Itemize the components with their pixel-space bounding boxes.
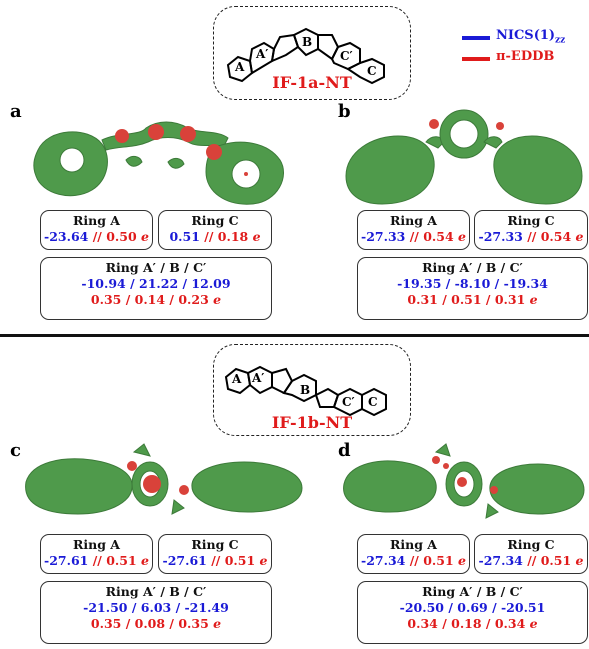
unit-e: e: [259, 553, 268, 568]
nics-value: -27.61: [162, 553, 207, 568]
structure-if-1a-nt: A A′ B C′ C IF-1a-NT: [213, 6, 411, 100]
legend-nics-text: NICS(1)zz: [496, 28, 566, 46]
ring-label-c: C: [367, 64, 377, 78]
eddb-value: 0.54: [423, 229, 454, 244]
value-separator: //: [199, 229, 218, 244]
eddb-value: 0.51: [106, 553, 137, 568]
ring-label-a: A: [232, 372, 242, 386]
panel-c-ring-c-box: Ring C -27.61 // 0.51 e: [158, 534, 272, 574]
value-separator: //: [405, 229, 424, 244]
panel-letter-a: a: [10, 101, 22, 122]
unit-e: e: [575, 229, 584, 244]
nics-values: -21.50 / 6.03 / -21.49: [83, 600, 229, 615]
value-separator: //: [88, 229, 107, 244]
box-title: Ring C: [507, 537, 555, 552]
value-separator: //: [88, 553, 107, 568]
eddb-values: 0.34 / 0.18 / 0.34: [407, 616, 526, 631]
structure-if-1a-nt-drawing: [226, 27, 385, 85]
panel-d-middle-box: Ring A′ / B / C′ -20.50 / 0.69 / -20.51 …: [357, 581, 588, 644]
box-title: Ring A′ / B / C′: [105, 260, 207, 275]
value-separator: //: [206, 553, 225, 568]
nics-value: -23.64: [44, 229, 89, 244]
nics-values: -20.50 / 0.69 / -20.51: [399, 600, 546, 615]
ring-label-b: B: [302, 35, 313, 49]
unit-e: e: [458, 553, 466, 568]
eddb-values: 0.31 / 0.51 / 0.31: [407, 292, 526, 307]
unit-e: e: [252, 229, 261, 244]
nics-value: -27.61: [44, 553, 89, 568]
box-title: Ring A′ / B / C′: [422, 584, 523, 599]
ring-label-a-prime: A′: [252, 371, 265, 385]
panel-letter-c: c: [10, 440, 21, 461]
panel-c-middle-box: Ring A′ / B / C′ -21.50 / 6.03 / -21.49 …: [40, 581, 272, 644]
value-separator: //: [405, 553, 424, 568]
panel-b-ring-c-box: Ring C -27.33 // 0.54 e: [474, 210, 588, 250]
unit-e: e: [213, 292, 222, 307]
eddb-value: 0.51: [224, 553, 256, 568]
panel-d-ring-a-box: Ring A -27.34 // 0.51 e: [357, 534, 470, 574]
box-title: Ring A: [72, 537, 120, 552]
box-title: Ring A′ / B / C′: [105, 584, 207, 599]
box-title: Ring A: [389, 537, 437, 552]
panel-d-ring-c-box: Ring C -27.34 // 0.51 e: [474, 534, 588, 574]
box-title: Ring C: [191, 213, 239, 228]
ring-label-c-prime: C′: [340, 49, 353, 63]
nics-values: -10.94 / 21.22 / 12.09: [81, 276, 231, 291]
legend-eddb-text: π-EDDB: [496, 49, 555, 64]
unit-e: e: [529, 616, 538, 631]
structure-name: IF-1a-NT: [272, 73, 352, 92]
nics-value: -27.34: [361, 553, 406, 568]
unit-e: e: [529, 292, 538, 307]
box-title: Ring C: [507, 213, 555, 228]
panel-c-ring-a-box: Ring A -27.61 // 0.51 e: [40, 534, 153, 574]
value-separator: //: [522, 553, 541, 568]
panel-b-ring-a-box: Ring A -27.33 // 0.54 e: [357, 210, 470, 250]
isosurface-b: [345, 109, 583, 205]
panel-letter-d: d: [338, 440, 351, 461]
eddb-value: 0.51: [423, 553, 454, 568]
panel-a-ring-c-box: Ring C 0.51 // 0.18 e: [158, 210, 272, 250]
eddb-values: 0.35 / 0.08 / 0.35: [90, 616, 209, 631]
nics-value: 0.51: [169, 229, 200, 244]
eddb-value: 0.51: [540, 553, 572, 568]
ring-label-c-prime: C′: [342, 395, 355, 409]
nics-value: -27.34: [478, 553, 523, 568]
unit-e: e: [575, 553, 584, 568]
structure-name: IF-1b-NT: [271, 413, 353, 432]
nics-value: -27.33: [478, 229, 523, 244]
isosurface-c: [25, 443, 303, 515]
value-separator: //: [522, 229, 541, 244]
panel-a-middle-box: Ring A′ / B / C′ -10.94 / 21.22 / 12.09 …: [40, 257, 272, 320]
legend-eddb-line: [462, 57, 490, 61]
ring-label-a: A: [235, 60, 245, 74]
section-divider: [0, 334, 589, 337]
eddb-value: 0.50: [106, 229, 137, 244]
eddb-value: 0.54: [540, 229, 572, 244]
box-title: Ring C: [191, 537, 239, 552]
structure-if-1b-nt: A A′ B C′ C IF-1b-NT: [213, 344, 411, 436]
ring-label-c: C: [368, 395, 378, 409]
box-title: Ring A′ / B / C′: [422, 260, 523, 275]
box-title: Ring A: [72, 213, 120, 228]
nics-value: -27.33: [361, 229, 406, 244]
isosurface-a: [33, 121, 284, 205]
ring-label-a-prime: A′: [256, 47, 269, 61]
eddb-value: 0.18: [217, 229, 249, 244]
unit-e: e: [141, 229, 149, 244]
panel-b-middle-box: Ring A′ / B / C′ -19.35 / -8.10 / -19.34…: [357, 257, 588, 320]
box-title: Ring A: [389, 213, 437, 228]
eddb-values: 0.35 / 0.14 / 0.23: [90, 292, 209, 307]
isosurface-d: [343, 443, 585, 519]
ring-label-b: B: [300, 383, 311, 397]
legend-nics-line: [462, 36, 490, 40]
unit-e: e: [141, 553, 149, 568]
panel-letter-b: b: [338, 101, 351, 122]
unit-e: e: [458, 229, 466, 244]
nics-values: -19.35 / -8.10 / -19.34: [397, 276, 548, 291]
panel-a-ring-a-box: Ring A -23.64 // 0.50 e: [40, 210, 153, 250]
structure-if-1b-nt-drawing: [224, 365, 387, 417]
unit-e: e: [213, 616, 222, 631]
